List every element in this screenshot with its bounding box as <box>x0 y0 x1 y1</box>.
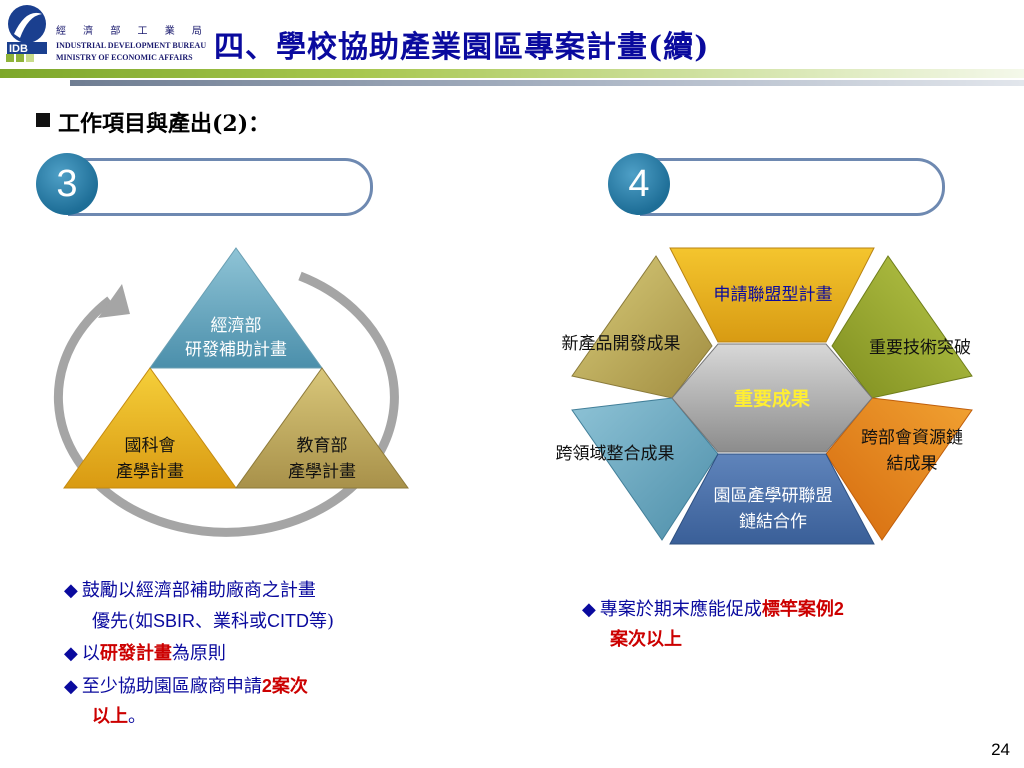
label-new-product: 新產品開發成果 <box>561 334 681 354</box>
panel3-bullet-3: ◆至少協助園區廠商申請2案次 <box>64 671 308 702</box>
center-hexagon <box>671 343 873 453</box>
bullet-text: 專案於期末應能促成 <box>599 599 762 620</box>
header-green-band <box>0 69 1024 78</box>
slide-title: 四、學校協助產業園區專案計畫(續) <box>214 30 710 65</box>
panel4-header-bar <box>640 158 945 216</box>
label-alliance-plan: 申請聯盟型計畫 <box>713 285 833 305</box>
label-key-results: 重要成果 <box>733 388 810 410</box>
diamond-bullet-icon: ◆ <box>582 599 596 620</box>
idb-logo-icon <box>6 4 48 62</box>
bullet-text: 等) <box>309 611 335 632</box>
cycle-arrowhead-icon <box>98 284 130 318</box>
diamond-bullet-icon: ◆ <box>64 580 78 601</box>
bullet-text: 、業科或 <box>195 611 268 632</box>
label-tech-breakthrough: 重要技術突破 <box>869 338 971 358</box>
label-nsc-line1: 國科會 <box>124 436 176 456</box>
label-cross-domain: 跨領域整合成果 <box>555 444 675 464</box>
segment-park-alliance <box>669 453 875 545</box>
label-park-alliance-line2: 鏈結合作 <box>739 512 807 532</box>
panel3-header-bar <box>68 158 373 216</box>
bullet-text: 至少協助園區廠商申請 <box>81 676 262 697</box>
bullet-text-citd: CITD <box>267 611 310 631</box>
highlight-number: 2 <box>833 599 844 619</box>
triangle-moea <box>149 247 323 369</box>
triangle-nsc <box>63 367 237 489</box>
label-park-alliance-line1: 園區產學研聯盟 <box>713 486 833 506</box>
header-gray-band <box>70 80 1024 86</box>
logo-english-name-2: MINISTRY OF ECONOMIC AFFAIRS <box>56 53 193 62</box>
panel3-bullet-3-cont: 以上。 <box>92 702 146 732</box>
bullet-text: 。 <box>128 706 146 727</box>
label-cross-ministry-line2: 結成果 <box>886 454 938 474</box>
idb-logo: IDB <box>6 4 48 62</box>
page-number: 24 <box>991 740 1010 759</box>
label-moe-line2: 產學計畫 <box>288 462 356 482</box>
highlight-text: 研發計畫 <box>99 643 172 664</box>
label-cross-ministry-line1: 跨部會資源鏈 <box>861 428 963 448</box>
panel4-bullet-1: ◆專案於期末應能促成標竿案例2 <box>582 594 844 625</box>
label-moea-line1: 經濟部 <box>210 316 262 336</box>
bullet-text: 為原則 <box>171 643 226 664</box>
panel3-bullet-2: ◆以研發計畫為原則 <box>64 639 226 669</box>
panel3-bullet-1-cont: 優先(如SBIR、業科或CITD等) <box>92 606 334 637</box>
highlight-text: 案次 <box>271 676 308 697</box>
bullet-text-sbir: SBIR <box>153 611 196 631</box>
diamond-bullet-icon: ◆ <box>64 676 78 697</box>
logo-abbr: IDB <box>9 43 28 55</box>
label-moea-line2: 研發補助計畫 <box>185 340 287 360</box>
label-moe-line1: 教育部 <box>296 436 348 456</box>
logo-chinese-name: 經 濟 部 工 業 局 <box>56 26 209 37</box>
highlight-text: 標竿案例 <box>761 599 834 620</box>
bullet-text: 鼓勵以經濟部補助廠商之計畫 <box>81 580 316 601</box>
bullet-text: 優先(如 <box>92 611 154 632</box>
segment-alliance-plan <box>669 247 875 343</box>
panel3-bullet-1: ◆鼓勵以經濟部補助廠商之計畫 <box>64 576 316 606</box>
diamond-bullet-icon: ◆ <box>64 643 78 664</box>
logo-english-name-1: INDUSTRIAL DEVELOPMENT BUREAU <box>56 41 207 50</box>
section-heading: 工作項目與產出(2)： <box>58 111 271 137</box>
triangle-cycle-diagram <box>53 247 409 537</box>
highlight-text: 案次以上 <box>610 629 682 650</box>
panel3-number-badge: 3 <box>36 153 98 215</box>
panel4-number-badge: 4 <box>608 153 670 215</box>
label-nsc-line2: 產學計畫 <box>116 462 184 482</box>
square-bullet-icon <box>36 113 50 127</box>
triangle-moe <box>235 367 409 489</box>
highlight-text: 以上 <box>92 706 128 727</box>
panel4-bullet-1-cont: 案次以上 <box>610 625 682 655</box>
cycle-arrow-path <box>53 271 399 537</box>
highlight-number: 2 <box>261 676 272 696</box>
bullet-text: 以 <box>81 643 100 664</box>
results-hexagon-diagram <box>571 247 973 545</box>
